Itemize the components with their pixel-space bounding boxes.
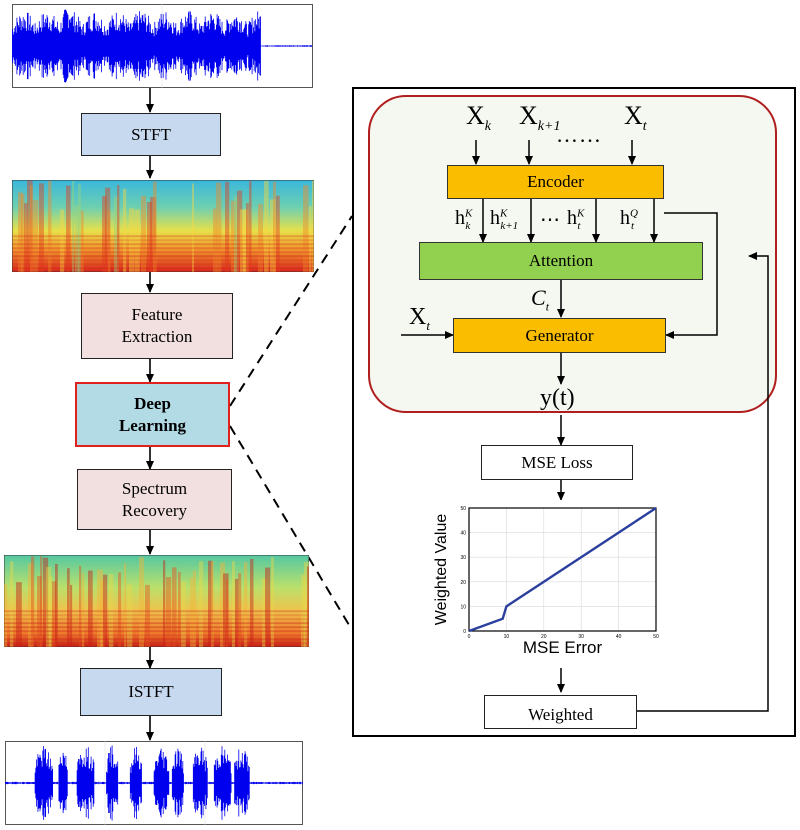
hidden-state-hk: hKk bbox=[455, 207, 473, 232]
weighted-label: Weighted bbox=[528, 705, 593, 724]
spectrogram-input bbox=[12, 180, 314, 272]
output-yt: y(t) bbox=[540, 385, 575, 411]
weighted-chart: 0 10 20 30 40 50 0 10 20 30 40 50 MSE Error Weighte… bbox=[432, 500, 668, 668]
istft-label: ISTFT bbox=[128, 682, 174, 701]
waveform-signal bbox=[5, 745, 303, 821]
chart-xtick-label: 30 bbox=[578, 634, 584, 640]
input-ellipsis: …… bbox=[556, 122, 602, 147]
encoder-label: Encoder bbox=[527, 172, 584, 191]
hidden-state-hk1: hKk+1 bbox=[490, 207, 519, 232]
chart-xlabel: MSE Error bbox=[523, 638, 603, 657]
chart-xtick-label: 40 bbox=[616, 634, 622, 640]
chart-ytick-label: 20 bbox=[460, 580, 466, 586]
input-waveform bbox=[12, 4, 313, 88]
generator-input-xt: Xt bbox=[409, 304, 430, 333]
chart-plot-area bbox=[468, 507, 657, 632]
waveform-signal bbox=[12, 9, 312, 83]
chart-xtick-label: 10 bbox=[504, 634, 510, 640]
chart-ytick-label: 40 bbox=[460, 531, 466, 537]
context-vector: Ct bbox=[531, 285, 550, 314]
stft-label: STFT bbox=[131, 124, 171, 144]
encoder-box: Encoder bbox=[447, 165, 664, 199]
chart-ytick-label: 30 bbox=[460, 555, 466, 561]
deep-learning-label: Deep Learning bbox=[118, 393, 187, 435]
input-xt: Xt bbox=[624, 101, 647, 135]
feature-extraction-label: Feature Extraction bbox=[121, 305, 193, 346]
weighted-box: Weighted bbox=[484, 695, 637, 729]
chart-ytick-label: 0 bbox=[463, 629, 466, 635]
attention-box: Attention bbox=[419, 242, 703, 280]
deep-learning-box[interactable]: Deep Learning bbox=[75, 382, 230, 447]
chart-ytick-label: 50 bbox=[460, 506, 466, 512]
istft-box: ISTFT bbox=[80, 668, 222, 716]
input-xk1: Xk+1 bbox=[519, 101, 561, 135]
chart-xtick-label: 50 bbox=[653, 634, 659, 640]
spectrum-recovery-box: Spectrum Recovery bbox=[77, 469, 232, 530]
hidden-state-htq: hQt bbox=[620, 207, 638, 232]
mse-loss-label: MSE Loss bbox=[521, 452, 593, 472]
spectrogram-bands bbox=[4, 556, 309, 647]
spectrogram-output bbox=[4, 555, 309, 647]
mse-loss-box: MSE Loss bbox=[481, 445, 633, 480]
generator-label: Generator bbox=[525, 325, 594, 345]
chart-xtick-label: 0 bbox=[468, 634, 471, 640]
chart-series-line bbox=[468, 506, 657, 633]
chart-ylabel: Weighted Value bbox=[433, 514, 450, 626]
attention-label: Attention bbox=[528, 251, 594, 270]
stft-box: STFT bbox=[81, 113, 221, 156]
input-xk: Xk bbox=[466, 101, 491, 135]
spectrogram-bands bbox=[12, 180, 314, 272]
generator-box: Generator bbox=[453, 318, 666, 353]
hidden-state-ellipsis: ⋯ bbox=[540, 209, 560, 231]
spectrum-recovery-label: Spectrum Recovery bbox=[121, 478, 188, 520]
hidden-state-ht: hKt bbox=[567, 207, 585, 232]
chart-tick-labels: 0 10 20 30 40 50 0 10 20 30 40 50 bbox=[460, 506, 659, 640]
feature-extraction-box: Feature Extraction bbox=[81, 293, 233, 359]
chart-xtick-label: 20 bbox=[541, 634, 547, 640]
output-waveform bbox=[5, 741, 303, 825]
chart-ytick-label: 10 bbox=[460, 604, 466, 610]
